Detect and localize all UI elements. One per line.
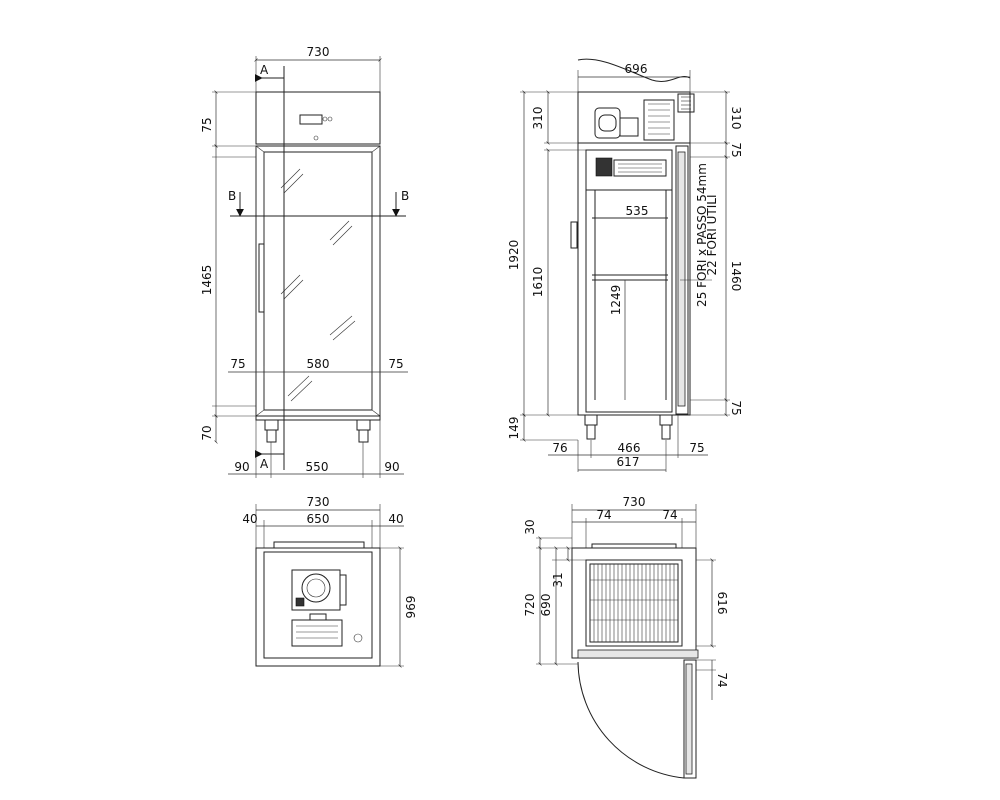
top-view-margin-left-label: 40: [242, 512, 257, 526]
top-view-width-dimensions: 730 40 650 40: [242, 495, 404, 548]
evaporator-fan: [595, 157, 613, 177]
side-section-view: 696: [507, 58, 743, 472]
foot-left-label: 90: [234, 460, 249, 474]
base-total-label: 617: [617, 455, 640, 469]
side-depth-dimension: 696: [577, 58, 691, 92]
front-feet: [264, 419, 371, 443]
front-door-height-label: 1465: [200, 265, 214, 296]
frame-right-label: 75: [388, 357, 403, 371]
inner-depth-dimension: 535: [595, 204, 666, 219]
side-height-dimensions-left: 1920 149 310 1610: [507, 90, 586, 442]
front-width-dimension: 730: [254, 45, 382, 92]
plan-depth-inner-label: 690: [539, 594, 553, 617]
plan-width-label: 730: [623, 495, 646, 509]
plan-door-thickness-label: 74: [715, 672, 729, 687]
rack-info-line-1: 25 FORI x PASSO 54mm: [695, 163, 709, 307]
top-view-fan: [291, 613, 363, 647]
plan-rack-grid: [585, 559, 683, 647]
plan-door-open: [577, 659, 697, 779]
rack-info-line-2: 22 FORI UTILI: [705, 195, 719, 276]
front-glass-dimensions: 75 580 75: [228, 357, 408, 378]
front-feet-height-label: 70: [200, 425, 214, 440]
section-a-line: A A: [254, 63, 285, 471]
foot-span-label: 550: [306, 460, 329, 474]
compressor-unit: [594, 93, 695, 141]
upper-gap-right-label: 75: [729, 142, 743, 157]
side-depth-label: 696: [625, 62, 648, 76]
plan-view: 730 74 74: [523, 495, 729, 779]
front-view: 730: [200, 45, 409, 478]
top-view-width-label: 730: [307, 495, 330, 509]
plan-width-dimensions: 730 74 74: [571, 495, 697, 548]
section-a-bottom-label: A: [260, 457, 269, 471]
rack-height-label: 1460: [729, 261, 743, 292]
shelf-height-dimension: 1249: [609, 280, 626, 400]
plan-depth-dimensions-right: 616 74: [696, 558, 729, 700]
side-handle: [570, 221, 578, 249]
section-b-line: B B: [228, 189, 409, 217]
plan-depth-outer-label: 720: [523, 594, 537, 617]
glass-reflection-marks: [280, 168, 356, 402]
front-top-height-label: 75: [200, 117, 214, 132]
top-view-outline: [255, 547, 381, 667]
side-cabinet-outline: [577, 91, 691, 416]
plan-margin-right-label: 74: [662, 508, 677, 522]
inner-height-label: 1610: [531, 267, 545, 298]
side-height-dimensions-right: 310 75 1460 75: [680, 90, 743, 417]
frame-left-label: 75: [230, 357, 245, 371]
plan-top-gap-label: 30: [523, 519, 537, 534]
inner-depth-label: 535: [626, 204, 649, 218]
front-feet-dimensions: 90 550 90: [228, 420, 404, 478]
base-mid-label: 466: [618, 441, 641, 455]
front-door: [255, 145, 381, 417]
base-left-label: 76: [552, 441, 567, 455]
side-feet: [584, 414, 673, 440]
unit-height-left-label: 310: [531, 107, 545, 130]
section-b-left-label: B: [228, 189, 236, 203]
top-view-margin-right-label: 40: [388, 512, 403, 526]
control-panel: [299, 114, 323, 125]
plan-margin-left-label: 74: [596, 508, 611, 522]
plan-inner-gap-label: 31: [551, 572, 565, 587]
top-view-compressor: [291, 569, 347, 611]
section-a-top-label: A: [260, 63, 269, 77]
lower-gap-right-label: 75: [729, 400, 743, 415]
top-view-depth-label: 696: [403, 596, 417, 619]
front-height-dimensions: 75 1465 70: [200, 90, 256, 444]
foot-right-label: 90: [384, 460, 399, 474]
shelf-height-label: 1249: [609, 285, 623, 316]
front-width-label: 730: [307, 45, 330, 59]
unit-height-right-label: 310: [729, 107, 743, 130]
section-b-right-label: B: [401, 189, 409, 203]
glass-width-label: 580: [307, 357, 330, 371]
top-view-inner-width-label: 650: [307, 512, 330, 526]
door-handle: [258, 243, 265, 313]
front-top-panel: [255, 91, 381, 145]
plan-depth-dimensions-left: 30 720 690 31: [523, 519, 586, 666]
base-right-label: 75: [689, 441, 704, 455]
inner-chamber: [585, 149, 673, 413]
plan-rack-depth-label: 616: [715, 592, 729, 615]
base-height-label: 149: [507, 417, 521, 440]
side-base-dimensions: 76 466 75 617: [548, 415, 708, 472]
top-view-depth-dimension: 696: [380, 546, 417, 668]
total-height-label: 1920: [507, 240, 521, 271]
top-section-view: 730 40 650 40 696: [242, 495, 417, 668]
